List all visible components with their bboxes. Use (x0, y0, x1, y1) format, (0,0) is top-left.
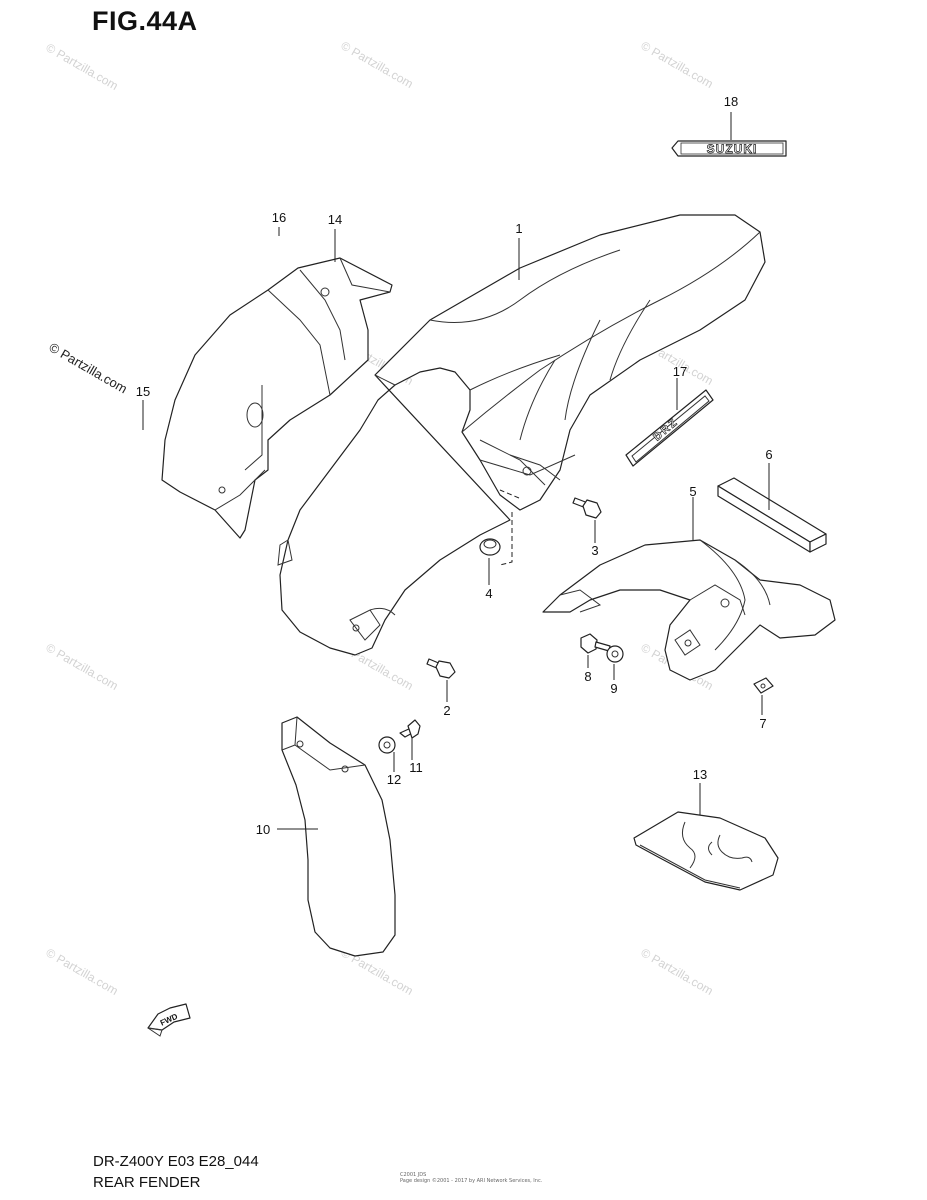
part-13-heat-shield[interactable] (633, 811, 779, 891)
callout-4[interactable]: 4 (485, 586, 492, 601)
watermark: © Partzilla.com (44, 640, 121, 693)
watermark: © Partzilla.com (44, 945, 121, 998)
callout-7[interactable]: 7 (759, 716, 766, 731)
callout-13[interactable]: 13 (693, 767, 707, 782)
callout-11[interactable]: 11 (409, 760, 423, 775)
watermark-dark: © Partzilla.com (47, 340, 130, 397)
part-9-washer[interactable] (606, 645, 624, 663)
part-6-block[interactable] (717, 477, 827, 553)
part-12-washer[interactable] (378, 736, 396, 754)
part-14-inner-fender[interactable] (161, 257, 393, 539)
callout-10[interactable]: 10 (256, 822, 270, 837)
callout-18[interactable]: 18 (724, 94, 738, 109)
callout-17[interactable]: 17 (673, 364, 687, 379)
callout-15[interactable]: 15 (136, 384, 150, 399)
part-17-emblem[interactable]: DRZ (625, 389, 714, 467)
part-2-bolt[interactable] (426, 658, 456, 679)
callout-3[interactable]: 3 (591, 543, 598, 558)
section-name: REAR FENDER (93, 1174, 201, 1191)
callout-5[interactable]: 5 (689, 484, 696, 499)
callout-1[interactable]: 1 (515, 221, 522, 236)
part-11-bolt[interactable] (399, 719, 421, 739)
callout-8[interactable]: 8 (584, 669, 591, 684)
part-8-bolt[interactable] (580, 633, 611, 654)
leader-lines (142, 112, 770, 830)
fwd-arrow-icon: FWD (147, 1003, 191, 1037)
watermark: © Partzilla.com (44, 40, 121, 93)
fine-print-line: Page design ©2001 - 2017 by ARI Network … (400, 1178, 543, 1184)
callout-9[interactable]: 9 (610, 681, 617, 696)
part-1-rear-fender[interactable] (277, 214, 766, 656)
callout-14[interactable]: 14 (328, 212, 342, 227)
callout-6[interactable]: 6 (765, 447, 772, 462)
part-5-mudguard[interactable] (542, 539, 836, 681)
callout-2[interactable]: 2 (443, 703, 450, 718)
watermark: © Partzilla.com (639, 38, 716, 91)
model-code: DR-Z400Y E03 E28_044 (93, 1153, 259, 1170)
callouts: 18 1 16 14 15 17 6 5 3 4 8 9 2 7 11 12 1… (136, 94, 773, 837)
part-4-grommet[interactable] (479, 538, 501, 556)
watermark: © Partzilla.com (639, 945, 716, 998)
figure-title: FIG.44A (92, 6, 198, 36)
fine-print: C2001 JDS Page design ©2001 - 2017 by AR… (400, 1172, 542, 1184)
part-10-mud-flap[interactable] (281, 716, 396, 957)
fine-print-line: C2001 JDS (400, 1172, 427, 1178)
callout-12[interactable]: 12 (387, 772, 401, 787)
watermark: © Partzilla.com (339, 38, 416, 91)
callout-16[interactable]: 16 (272, 210, 286, 225)
part-18-emblem[interactable]: SUZUKI (671, 140, 787, 157)
part-3-bolt[interactable] (572, 497, 602, 519)
part-7-clip-nut[interactable] (753, 677, 774, 694)
emblem-text: SUZUKI (707, 142, 758, 156)
